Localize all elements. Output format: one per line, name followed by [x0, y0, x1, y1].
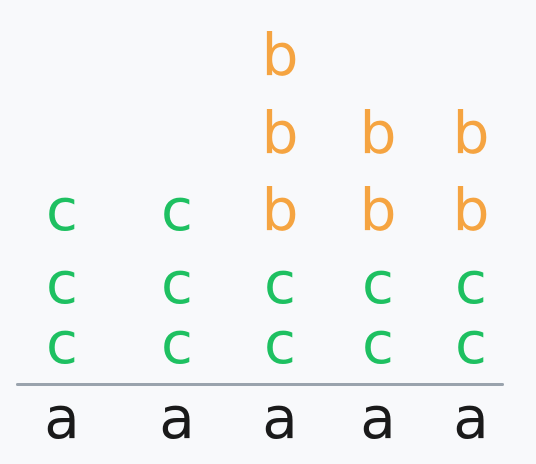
stack-letter-c-col1-row2: c [46, 249, 78, 317]
base-letter-2: a [159, 384, 195, 452]
stack-letter-c-col1-row1: c [46, 309, 78, 377]
stack-letter-b-col4-row3: b [359, 176, 397, 244]
stack-letter-c-col1-row3: c [46, 176, 78, 244]
stack-letter-c-col4-row1: c [362, 309, 394, 377]
stack-letter-b-col5-row3: b [452, 176, 490, 244]
stack-letter-b-col3-row4: b [261, 99, 299, 167]
stack-letter-b-col3-row3: b [261, 176, 299, 244]
stack-letter-b-col5-row4: b [452, 99, 490, 167]
stack-letter-c-col3-row1: c [264, 309, 296, 377]
stack-letter-c-col5-row1: c [455, 309, 487, 377]
base-letter-5: a [453, 384, 489, 452]
stack-letter-c-col2-row2: c [161, 249, 193, 317]
baseline-divider [16, 383, 504, 386]
stack-letter-c-col3-row2: c [264, 249, 296, 317]
stack-letter-b-col3-row5: b [261, 21, 299, 89]
base-letter-3: a [262, 384, 298, 452]
stack-letter-c-col2-row3: c [161, 176, 193, 244]
base-letter-4: a [360, 384, 396, 452]
stack-letter-b-col4-row4: b [359, 99, 397, 167]
base-letter-1: a [44, 384, 80, 452]
stack-letter-c-col2-row1: c [161, 309, 193, 377]
stack-letter-c-col5-row2: c [455, 249, 487, 317]
stack-letter-c-col4-row2: c [362, 249, 394, 317]
